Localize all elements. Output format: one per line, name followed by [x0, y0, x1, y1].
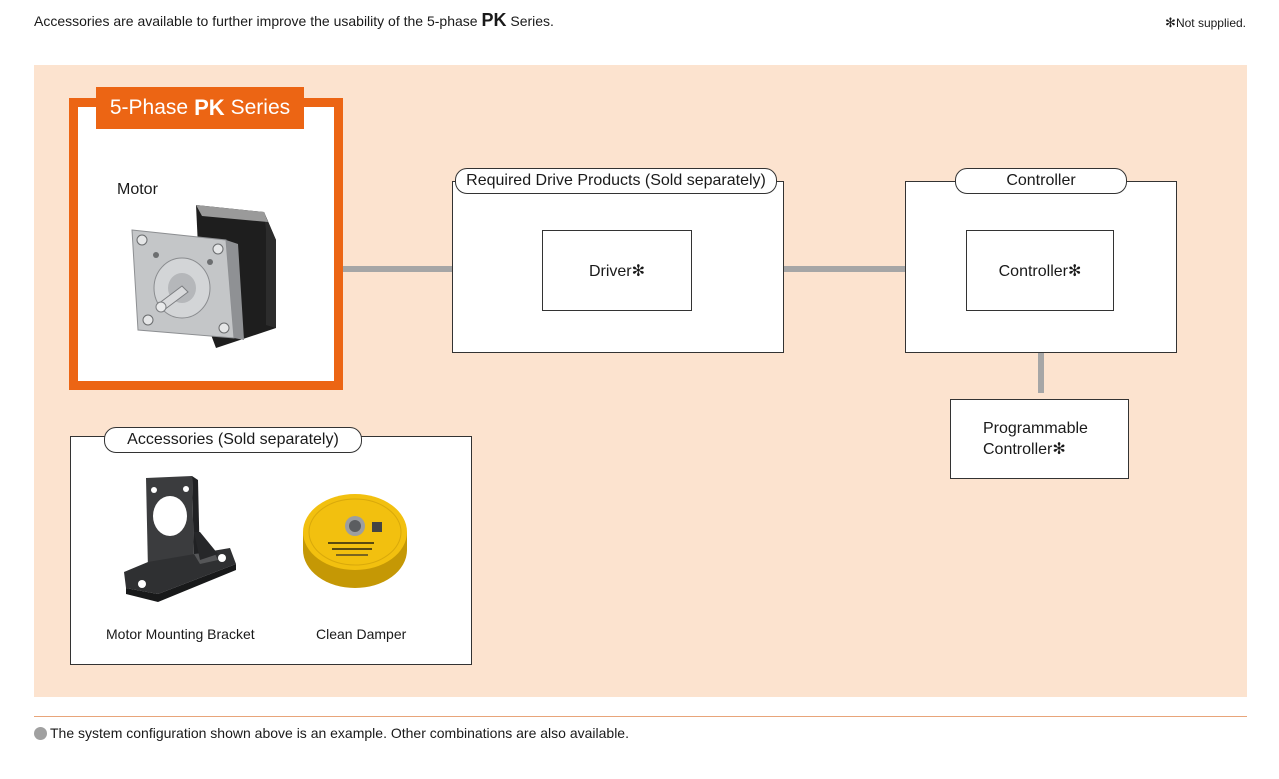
plc-line-1: Programmable [983, 420, 1088, 437]
bullet-dot-icon [34, 726, 47, 740]
controller-group-title: Controller [955, 168, 1127, 194]
divider [34, 716, 1247, 717]
footnote-text: Not supplied. [1175, 16, 1246, 30]
controller-plc-line [1038, 315, 1044, 393]
series-title-post: Series [230, 96, 291, 119]
drive-products-title: Required Drive Products (Sold separately… [455, 168, 777, 194]
config-note-text: The system configuration shown above is … [50, 725, 629, 741]
motor-driver-line [287, 266, 534, 272]
intro-brand: PK [481, 10, 507, 30]
intro-text: Accessories are available to further imp… [34, 10, 554, 31]
series-title: 5-Phase PK Series [96, 87, 304, 129]
footnote: ✻Not supplied. [1165, 15, 1246, 31]
accessories-title: Accessories (Sold separately) [104, 427, 362, 453]
stepper-motor-image [126, 200, 286, 365]
config-note: The system configuration shown above is … [34, 725, 629, 741]
intro-before: Accessories are available to further imp… [34, 13, 478, 29]
controller-box: Controller✻ [966, 230, 1114, 311]
driver-controller-line [700, 266, 956, 272]
intro-after: Series. [510, 13, 554, 29]
asterisk-icon: ✻ [1165, 15, 1176, 30]
mounting-bracket-image [118, 472, 238, 612]
programmable-controller-box: Programmable Controller✻ [950, 399, 1129, 479]
series-title-pre: 5-Phase [109, 96, 189, 119]
clean-damper-image [298, 490, 408, 595]
accessory-label-bracket: Motor Mounting Bracket [106, 626, 255, 642]
driver-box: Driver✻ [542, 230, 692, 311]
plc-line-2: Controller✻ [983, 441, 1066, 458]
accessory-label-damper: Clean Damper [316, 626, 407, 642]
motor-label: Motor [117, 181, 158, 198]
series-title-brand: PK [194, 95, 225, 120]
